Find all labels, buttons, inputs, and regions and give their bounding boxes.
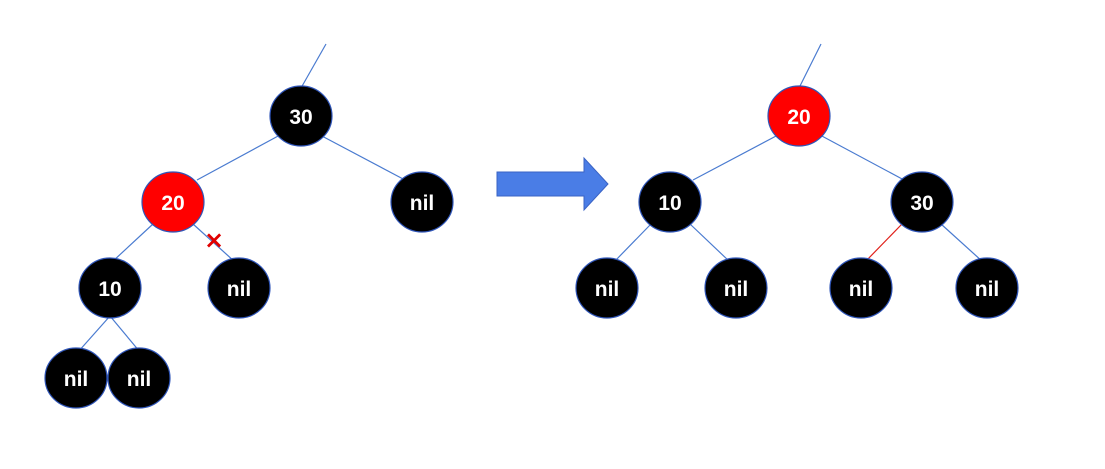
arrow-shape	[496, 156, 609, 212]
node-circle	[141, 171, 205, 233]
node-20: 20	[767, 85, 831, 147]
edge-20-to-30	[819, 134, 905, 181]
edge-20-to-nil	[192, 223, 236, 263]
node-label: nil	[64, 368, 89, 391]
after-tree: 20 10 30 nil nil nil nil	[575, 43, 1019, 319]
node-label: nil	[975, 278, 1000, 301]
node-label: 20	[161, 192, 184, 215]
edge-parent-to-20	[798, 43, 822, 89]
node-10: 10	[78, 257, 142, 319]
node-label: nil	[595, 278, 620, 301]
node-nil: nil	[107, 347, 171, 409]
edge-10-to-nil-right	[689, 223, 731, 263]
node-nil: nil	[575, 257, 639, 319]
node-label: nil	[849, 278, 874, 301]
node-nil: nil	[829, 257, 893, 319]
node-circle	[638, 171, 702, 233]
node-nil: nil	[955, 257, 1019, 319]
node-label: 10	[98, 278, 121, 301]
node-circle	[78, 257, 142, 319]
node-30: 30	[269, 85, 333, 147]
edge-20-to-10	[692, 134, 779, 181]
before-tree: × 30 20 nil 10 nil nil nil	[44, 43, 454, 409]
edge-30-to-nil	[319, 134, 406, 181]
edge-20-to-10	[111, 223, 154, 263]
edge-10-to-nil-left	[77, 315, 111, 353]
node-circle	[704, 257, 768, 319]
node-circle	[767, 85, 831, 147]
node-label: nil	[227, 278, 252, 301]
node-nil: nil	[207, 257, 271, 319]
node-label: 30	[910, 192, 933, 215]
node-circle	[955, 257, 1019, 319]
node-10: 10	[638, 171, 702, 233]
node-nil: nil	[390, 171, 454, 233]
node-circle	[207, 257, 271, 319]
right-arrow-icon	[496, 156, 609, 212]
node-circle	[575, 257, 639, 319]
node-label: 20	[787, 106, 810, 129]
node-circle	[44, 347, 108, 409]
node-label: 10	[658, 192, 681, 215]
edge-30-to-nil-left	[864, 223, 903, 263]
node-20: 20	[141, 171, 205, 233]
node-circle	[107, 347, 171, 409]
node-30: 30	[890, 171, 954, 233]
node-label: 30	[289, 106, 312, 129]
node-nil: nil	[704, 257, 768, 319]
edge-parent-to-30	[300, 43, 327, 89]
node-circle	[829, 257, 893, 319]
node-label: nil	[410, 192, 435, 215]
edge-30-to-nil-right	[940, 223, 984, 263]
edge-10-to-nil-left	[613, 223, 652, 263]
cut-mark-icon: ×	[204, 226, 224, 254]
node-nil: nil	[44, 347, 108, 409]
node-circle	[269, 85, 333, 147]
node-label: nil	[127, 368, 152, 391]
node-circle	[390, 171, 454, 233]
node-label: nil	[724, 278, 749, 301]
edge-10-to-nil-right	[109, 315, 141, 353]
edge-30-to-20	[196, 134, 281, 181]
node-circle	[890, 171, 954, 233]
